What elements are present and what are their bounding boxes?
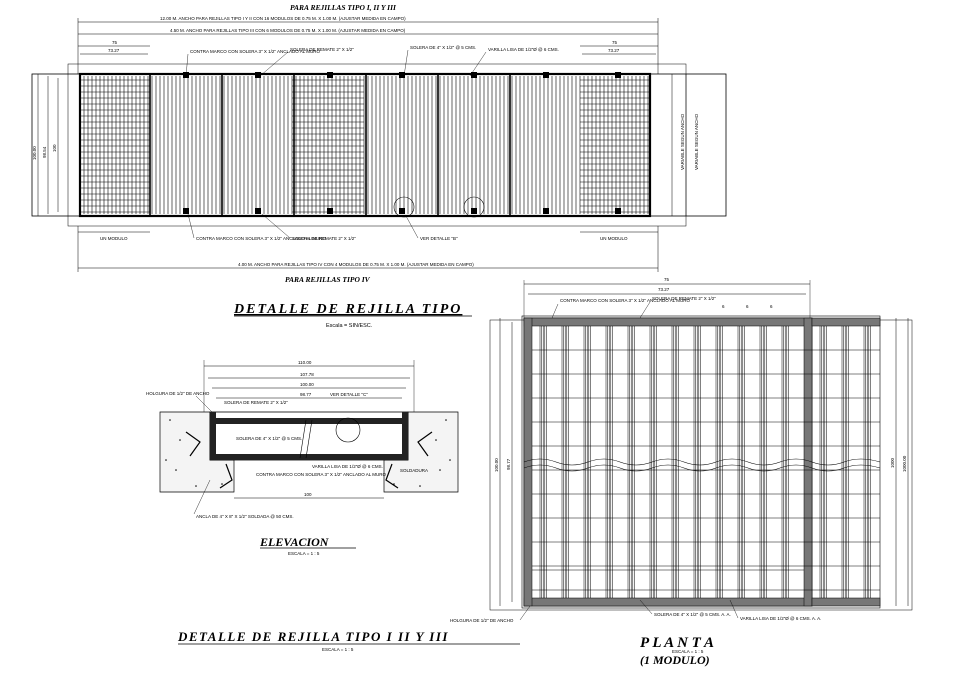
top-label-left-module: UN MODULO: [100, 236, 128, 241]
elev-label-varilla: VARILLA LISA DE 1/2"Ø @ 6 CMS.: [312, 464, 383, 469]
planta-spacing: 6 6 6: [722, 304, 773, 309]
planta-subtitle: (1 MODULO): [640, 653, 710, 667]
elev-label-holgura: HOLGURA DE 1/2" DE ANCHO: [146, 391, 210, 396]
planta-label-varilla-bottom: VARILLA LISA DE 1/2"Ø @ 6 CMS. A. A.: [740, 616, 821, 621]
top-title-bottom: PARA REJILLAS TIPO IV: [285, 275, 371, 284]
top-dim-right-2: 73.27: [608, 48, 620, 53]
top-label-solera-bottom: SOLERA DE REMATE 2" X 1/2": [292, 236, 356, 241]
elev-dim-bottom: 100: [304, 492, 312, 497]
elev-dim-1: 110.00: [298, 360, 312, 365]
planta-label-holgura: HOLGURA DE 1/2" DE ANCHO: [450, 618, 514, 623]
planta-scale: ESCALA = 1 : 5: [672, 649, 704, 654]
elev-dim-2: 107.78: [300, 372, 314, 377]
elev-label-soldadura: SOLDADURA: [400, 468, 428, 473]
elevacion-section: 110.00 107.78 100.00 98.77: [146, 360, 459, 556]
planta-spacing-2: 6: [746, 304, 749, 309]
planta-dim-top-1: 75: [664, 277, 670, 282]
top-dim-left-1: 75: [112, 40, 118, 45]
planta-side-right-1: 1000: [890, 457, 895, 468]
elev-label-ancla: ANCLA DE 4" X 8" X 1/2" SOLDADA @ 50 CMS…: [196, 514, 294, 519]
planta-section: 75 73.27 CONTRA MARCO CON SOLERA 3" X 1/…: [450, 277, 913, 667]
planta-grating: [532, 326, 880, 598]
top-label-ver-detalle: VER DETALLE "B": [420, 236, 458, 241]
anchor-right: [385, 431, 433, 489]
detail-title: DETALLE DE REJILLA TIPO: [233, 302, 462, 317]
top-dim-left-2: 73.27: [108, 48, 120, 53]
elev-dim-3: 100.00: [300, 382, 314, 387]
bottom-title: DETALLE DE REJILLA TIPO I II Y III: [177, 629, 449, 644]
top-label-right-module: UN MODULO: [600, 236, 628, 241]
top-label-contra-marco: CONTRA MARCO CON SOLERA 3" X 1/2" ANCLAD…: [190, 49, 321, 54]
top-label-solera: SOLERA DE 4" X 1/2" @ 5 CMS.: [410, 45, 476, 50]
planta-spacing-1: 6: [722, 304, 725, 309]
top-label-varilla: VARILLA LISA DE 1/2"Ø @ 6 CMS.: [488, 47, 559, 52]
top-label-contra-marco-bottom: CONTRA MARCO CON SOLERA 3" X 1/2" ANCLAD…: [196, 236, 327, 241]
planta-title: P L A N T A: [640, 635, 714, 651]
bottom-scale: ESCALA = 1 : 5: [322, 647, 354, 652]
top-dim-right-1: 75: [612, 40, 618, 45]
anchor-left: [185, 431, 233, 489]
top-dim-bottom: 4.00 M. ANCHO PARA REJILLAS TIPO IV CON …: [238, 262, 474, 267]
elev-label-contra-marco: CONTRA MARCO CON SOLERA 3" X 1/2" ANCLAD…: [256, 472, 387, 477]
elev-dim-4: 98.77: [300, 392, 312, 397]
elev-label-solera-45: SOLERA DE 4" X 1/2" @ 5 CMS.: [236, 436, 302, 441]
top-dim-line-1: 12.00 M. ANCHO PARA REJILLAS TIPO I Y II…: [160, 16, 406, 21]
top-title: PARA REJILLAS TIPO I, II Y III: [290, 3, 397, 12]
planta-side-left-2: 98.77: [506, 458, 511, 470]
planta-label-solera-remate: SOLERA DE REMATE 2" X 1/2": [652, 296, 716, 301]
planta-side-left-1: 100.00: [494, 458, 499, 472]
top-side-left-1: 100.00: [32, 146, 37, 160]
top-dim-line-2: 4.50 M. ANCHO PARA REJILLAS TIPO III CON…: [170, 28, 406, 33]
top-side-left-2: 98.54: [42, 146, 47, 158]
top-grating: [80, 72, 650, 216]
detail-scale: Escala = SIN/ESC.: [326, 323, 373, 329]
planta-spacing-3: 6: [770, 304, 773, 309]
top-side-right-2: VARIABLE SEGUN ANCHO: [694, 113, 699, 170]
elev-scale: ESCALA = 1 : 5: [288, 551, 320, 556]
elev-label-solera-remate: SOLERA DE REMATE 2" X 1/2": [224, 400, 288, 405]
top-side-left-3: 100: [52, 144, 57, 152]
top-plan: PARA REJILLAS TIPO I, II Y III 12.00 M. …: [31, 3, 727, 284]
planta-side-right-2: 1000.00: [902, 455, 907, 472]
planta-label-solera-bottom: SOLERA DE 4" X 1/2" @ 5 CMS. A. A.: [654, 612, 731, 617]
elev-label-ver-detalle: VER DETALLE "C": [330, 392, 368, 397]
elev-title: ELEVACION: [259, 535, 330, 549]
top-label-solera-remate: SOLERA DE REMATE 2" X 1/2": [290, 47, 354, 52]
planta-label-contra-marco: CONTRA MARCO CON SOLERA 3" X 1/2" ANCLAD…: [560, 298, 691, 303]
top-side-right-1: VARIABLE SEGUN ANCHO: [680, 113, 685, 170]
planta-dim-top-2: 73.27: [658, 287, 670, 292]
